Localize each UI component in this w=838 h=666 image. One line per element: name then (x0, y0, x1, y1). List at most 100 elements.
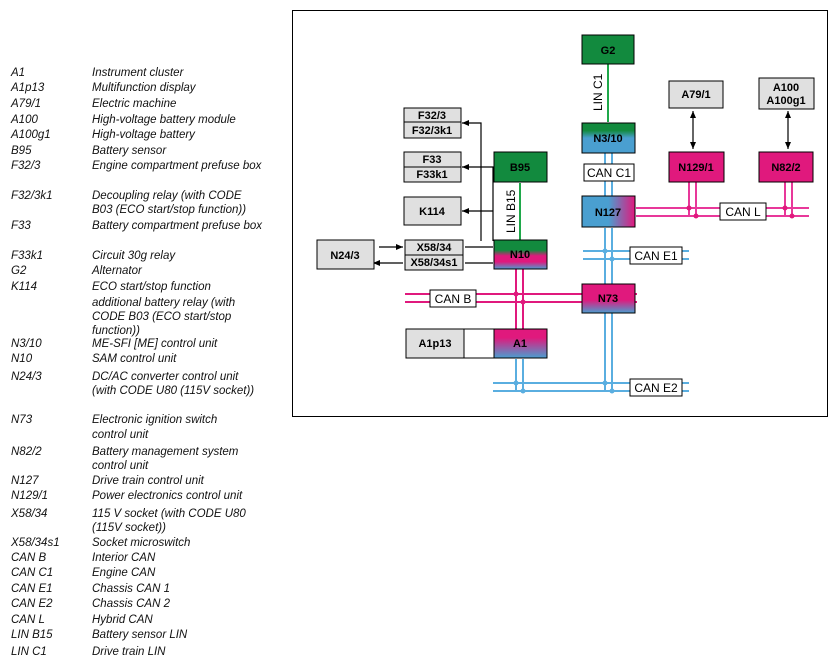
can-b-tag (429, 289, 477, 308)
block-k114 (403, 196, 462, 226)
label-can-l: CAN L (725, 205, 761, 219)
legend-description: High-voltage battery module (92, 114, 236, 126)
legend-description: Circuit 30g relay (92, 250, 176, 262)
legend-code: A1 (11, 67, 26, 79)
legend-code: F32/3k1 (11, 190, 53, 202)
block-f33k1 (403, 166, 462, 183)
legend-code: A79/1 (11, 98, 42, 110)
legend-description: Battery sensor (92, 145, 167, 157)
label-n127: N127 (595, 207, 621, 219)
block-n73 (581, 283, 636, 314)
block-n129-1 (668, 151, 725, 183)
signal-connectors (373, 111, 791, 347)
block-n10 (493, 239, 548, 270)
legend-description: DC/AC converter control unit (with CODE … (92, 371, 255, 397)
arrow-n10-f33 (462, 164, 494, 241)
legend-description: 115 V socket (with CODE U80 (115V socket… (92, 508, 246, 534)
label-a100: A100 (773, 82, 799, 94)
legend-code: CAN C1 (11, 567, 54, 579)
block-g2 (581, 34, 635, 65)
legend-description: Chassis CAN 2 (92, 598, 170, 610)
legend-description: control unit (92, 429, 149, 441)
legend-description: Electronic ignition switch (92, 414, 218, 426)
block-n82-2 (758, 151, 814, 183)
can-e1-tag (629, 246, 683, 265)
legend-description: Chassis CAN 1 (92, 583, 170, 595)
legend-description: Battery management system control unit (92, 446, 239, 472)
legend-code: A100 (11, 114, 38, 126)
legend-description: Interior CAN (92, 552, 156, 564)
label-can-e2: CAN E2 (634, 381, 678, 395)
legend-code: CAN L (11, 614, 45, 626)
label-g2: G2 (601, 45, 616, 57)
legend-description: Electric machine (92, 98, 177, 110)
can-l-tag (719, 202, 767, 221)
legend-code: LIN B15 (11, 629, 53, 641)
legend-description: Instrument cluster (92, 67, 184, 79)
legend-code: X58/34s1 (11, 537, 60, 549)
label-x58-34: X58/34 (417, 242, 453, 254)
legend-description: Hybrid CAN (92, 614, 153, 626)
block-n127 (581, 195, 636, 228)
label-can-c1: CAN C1 (587, 166, 631, 180)
legend-description: Drive train LIN (92, 646, 166, 658)
legend-code: N129/1 (11, 490, 49, 502)
diagram-frame: G2 A79/1 A100 A100g1 F32/3 F32/3k1 F33 F… (292, 10, 828, 417)
block-n24-3 (316, 239, 375, 270)
arrow-n10-f32 (462, 120, 482, 241)
legend-code: LIN C1 (11, 646, 47, 658)
label-b95: B95 (510, 162, 530, 174)
legend-code: CAN E2 (11, 598, 53, 610)
legend-description: Power electronics control unit (92, 490, 243, 502)
can-e2-tag (629, 378, 683, 397)
legend-code: F33k1 (11, 250, 43, 262)
label-n10: N10 (510, 249, 530, 261)
block-a79-1 (668, 80, 724, 109)
label-n3-10: N3/10 (593, 133, 622, 145)
can-c1-tag (583, 163, 635, 182)
legend-description: Alternator (92, 265, 142, 277)
label-a79-1: A79/1 (681, 89, 710, 101)
legend-code: CAN E1 (11, 583, 53, 595)
legend-description: Engine compartment prefuse box (92, 160, 262, 172)
legend-code: F33 (11, 220, 31, 232)
legend-code: K114 (11, 281, 38, 293)
block-a1 (493, 328, 548, 359)
legend-code: B95 (11, 145, 32, 157)
legend-code: N24/3 (11, 371, 42, 383)
junction-dots (513, 205, 795, 305)
label-a100g1: A100g1 (766, 95, 805, 107)
label-f33k1: F33k1 (416, 169, 447, 181)
legend-description: Battery compartment prefuse box (92, 220, 263, 232)
legend-code: N73 (11, 414, 33, 426)
legend-description: Drive train control unit (92, 475, 204, 487)
block-diagram: G2 A79/1 A100 A100g1 F32/3 F32/3k1 F33 F… (316, 34, 815, 397)
label-f32-3: F32/3 (418, 110, 446, 122)
legend-code: N10 (11, 353, 33, 365)
legend-code: N127 (11, 475, 39, 487)
legend-description: Socket microswitch (92, 537, 191, 549)
label-a1p13: A1p13 (418, 338, 451, 350)
legend-description: Decoupling relay (with CODE B03 (ECO sta… (92, 190, 247, 216)
legend-description: High-voltage battery (92, 129, 195, 141)
label-a1: A1 (513, 338, 527, 350)
label-can-b: CAN B (435, 292, 472, 306)
label-can-e1: CAN E1 (634, 249, 678, 263)
label-x58-34s1: X58/34s1 (410, 257, 457, 269)
legend-code: X58/34 (11, 508, 48, 520)
label-n24-3: N24/3 (330, 250, 359, 262)
legend-code: G2 (11, 265, 27, 277)
label-lin-b15: LIN B15 (504, 189, 518, 233)
block-a1p13-gap (463, 328, 495, 359)
legend-code: CAN B (11, 552, 47, 564)
legend-code: N82/2 (11, 446, 42, 458)
block-b95 (493, 151, 548, 183)
legend-code: A1p13 (11, 82, 45, 94)
label-k114: K114 (419, 206, 446, 218)
label-f32-3k1: F32/3k1 (412, 125, 452, 137)
label-n82-2: N82/2 (771, 162, 800, 174)
block-a100 (758, 77, 815, 110)
block-f32-3k1 (403, 121, 462, 139)
label-n73: N73 (598, 293, 618, 305)
